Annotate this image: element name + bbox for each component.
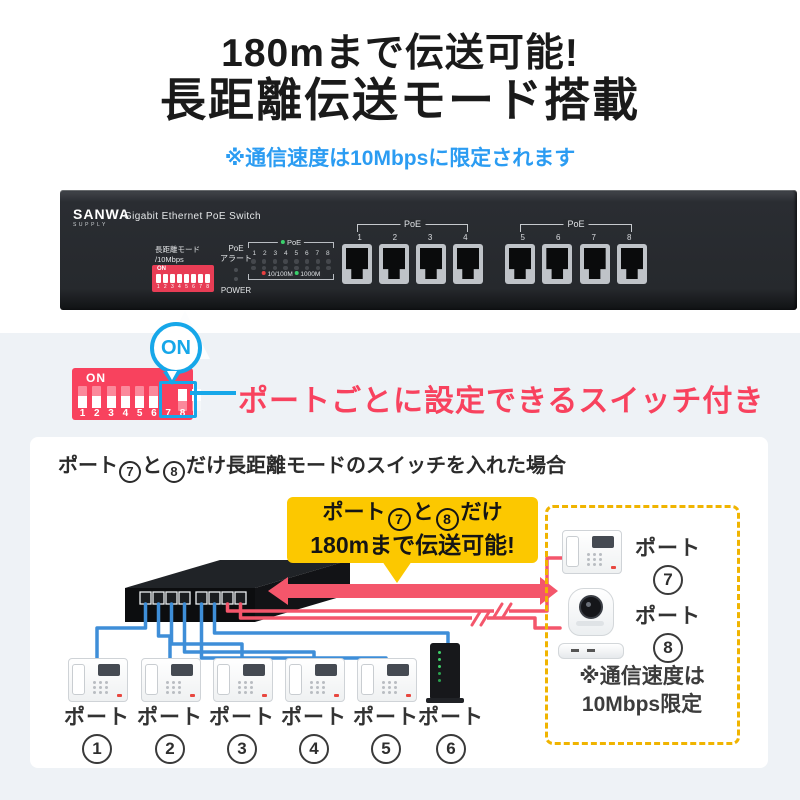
ip-phone-7 <box>562 530 622 574</box>
subtitle-note: ※通信速度は10Mbpsに限定されます <box>224 147 576 170</box>
ip-phone-4 <box>285 658 345 702</box>
rj45-port <box>379 244 409 284</box>
rj45-port <box>453 244 483 284</box>
handset <box>72 664 85 695</box>
power-led <box>234 277 238 281</box>
led-row-2 <box>248 265 334 270</box>
long-distance-group-box <box>545 505 740 745</box>
phone-screen <box>98 664 120 676</box>
callout-connector-line <box>190 391 236 395</box>
network-camera-8 <box>558 588 632 660</box>
brand-logo: SANWA SUPPLY <box>73 206 131 228</box>
dip-label: 長距離モード /10Mbps <box>155 245 200 264</box>
page-title-line1: 180mまで伝送可能! <box>221 32 579 75</box>
ip-phone-1 <box>68 658 128 702</box>
rj45-port <box>342 244 372 284</box>
circled-number-8: 8 <box>435 508 459 532</box>
keypad <box>93 681 96 684</box>
rj45-port <box>542 244 573 284</box>
dip-diagram-sliders <box>78 386 201 411</box>
circled-number-8: 8 <box>163 460 185 483</box>
led-speed-bracket: 10/100M 1000M <box>248 271 334 280</box>
switch-top-face <box>125 560 350 588</box>
speed-limit-note: ※通信速度は 10Mbps限定 <box>579 665 705 717</box>
cable-port8 <box>238 602 562 630</box>
speech-bubble-tail <box>382 561 412 583</box>
rj45-port <box>616 244 647 284</box>
dip-switch-1 <box>78 386 87 409</box>
cable-port1 <box>95 602 148 667</box>
circled-number-7: 7 <box>387 508 411 532</box>
circled-number-7: 7 <box>119 460 141 483</box>
on-callout-bubble: ON <box>150 322 202 374</box>
rj45-port <box>416 244 446 284</box>
dip-sliders <box>156 273 210 283</box>
green-led-icon <box>280 240 285 244</box>
led-row-1 <box>248 259 334 264</box>
poe-alert-label: PoE アラート <box>220 244 252 263</box>
access-point-6 <box>426 643 464 703</box>
dip-switch-7 <box>177 389 187 411</box>
dip-switch-5 <box>135 386 145 409</box>
led-poe-bracket: PoE <box>248 238 334 248</box>
dip-switch-4 <box>120 386 130 409</box>
red-led-icon <box>261 271 266 275</box>
transmission-range-arrow <box>268 577 558 605</box>
dip-switch-6 <box>149 386 159 409</box>
dip-note-text: ポートごとに設定できるスイッチ付き <box>238 385 765 418</box>
dip-switch-3 <box>106 386 116 409</box>
switch-ports <box>139 591 247 605</box>
dip-switch-2 <box>92 386 102 409</box>
cable-port3 <box>169 602 244 667</box>
alert-led <box>234 268 238 272</box>
page-title-line2: 長距離伝送モード搭載 <box>160 74 640 126</box>
rj45-port <box>579 244 610 284</box>
ip-phone-5 <box>357 658 417 702</box>
cable-break-marks <box>470 602 513 627</box>
product-name: Gigabit Ethernet PoE Switch <box>124 211 261 222</box>
switch-product-image: SANWA SUPPLY Gigabit Ethernet PoE Switch… <box>60 190 797 310</box>
cable-port6 <box>212 602 450 649</box>
rj45-port <box>505 244 535 284</box>
power-label: POWER <box>220 286 252 295</box>
cable-diagram <box>95 556 566 667</box>
dip-highlight-box <box>159 381 197 418</box>
cable-port2 <box>156 602 172 667</box>
ip-phone-2 <box>141 658 201 702</box>
camera-lens <box>579 595 603 619</box>
green-led-icon <box>294 271 299 275</box>
ip-phone-3 <box>213 658 273 702</box>
